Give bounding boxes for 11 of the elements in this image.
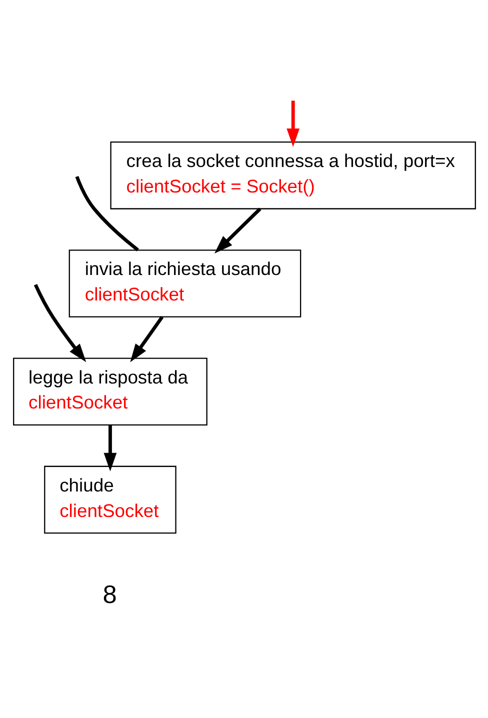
arrow <box>214 208 261 254</box>
connector <box>74 176 138 252</box>
arrow <box>130 316 164 362</box>
node-box: invia la richiesta usando clientSocket <box>68 250 301 318</box>
node-box: crea la socket connessa a hostid, port=x clientSocket = Socket() <box>110 141 476 210</box>
arrow <box>103 425 116 472</box>
node-box: chiude clientSocket <box>44 466 176 534</box>
arrow <box>286 100 300 147</box>
arrow <box>33 284 86 362</box>
node-box: legge la risposta da clientSocket <box>12 358 207 426</box>
label: 8 <box>102 580 116 609</box>
